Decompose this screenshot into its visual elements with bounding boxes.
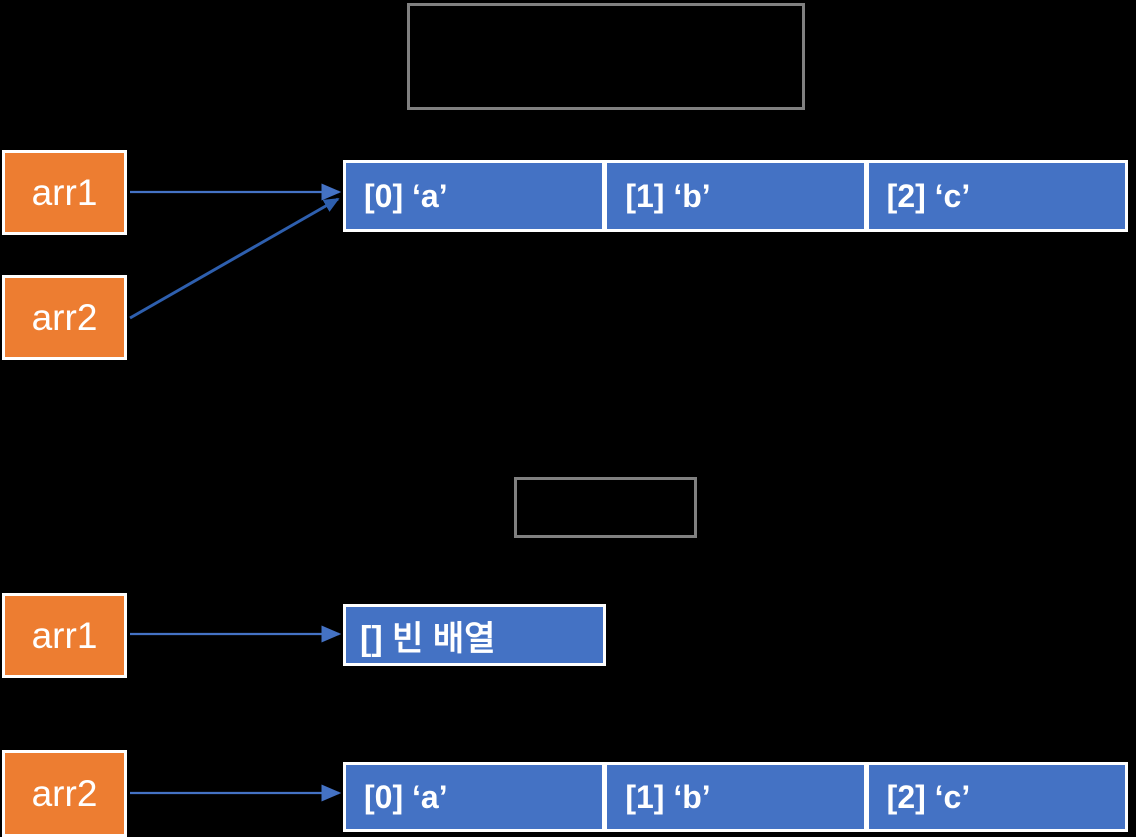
variable-label: arr1 [31,615,98,656]
array-cell[interactable]: [0] ‘a’ [346,163,608,229]
variable-box-arr2-top[interactable]: arr2 [2,275,127,360]
variable-box-arr1-top[interactable]: arr1 [2,150,127,235]
array-cell[interactable]: [1] ‘b’ [607,765,869,829]
variable-label: arr1 [31,172,98,213]
bottom-caption-box [514,477,697,538]
empty-array-label: [] 빈 배열 [360,619,496,658]
variable-box-arr1-bottom[interactable]: arr1 [2,593,127,678]
array-box-shared-top[interactable]: [0] ‘a’ [1] ‘b’ [2] ‘c’ [343,160,1128,232]
array-cell[interactable]: [1] ‘b’ [607,163,869,229]
top-caption-box [407,3,805,110]
array-cell[interactable]: [2] ‘c’ [886,177,971,214]
variable-label: arr2 [31,297,98,338]
array-box-arr2-bottom[interactable]: [0] ‘a’ [1] ‘b’ [2] ‘c’ [343,762,1128,832]
arrow-arr2-to-array-top [129,197,340,320]
variable-box-arr2-bottom[interactable]: arr2 [2,750,127,837]
variable-label: arr2 [31,773,98,814]
array-box-empty-bottom[interactable]: [] 빈 배열 [343,604,606,666]
array-cell[interactable]: [0] ‘a’ [346,765,608,829]
array-cell[interactable]: [2] ‘c’ [886,778,971,815]
